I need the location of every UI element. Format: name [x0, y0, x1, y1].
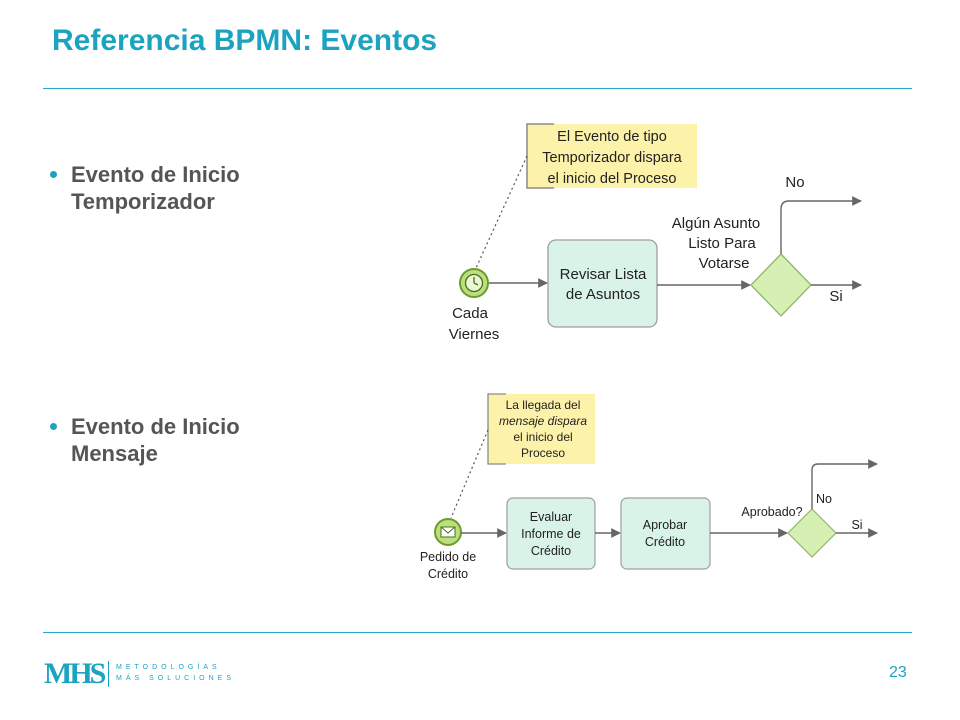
annotation-line: mensaje dispara [499, 414, 587, 428]
branch-label-no: No [816, 492, 832, 506]
event-label: Cada [452, 305, 489, 322]
logo-tagline-1: METODOLOGÍAS [116, 664, 221, 671]
association-line [475, 155, 528, 269]
bullet-dot-icon [50, 423, 57, 430]
task-label: Revisar Lista [560, 266, 647, 283]
task-label: Informe de [521, 527, 581, 541]
branch-label-yes: Si [829, 288, 842, 305]
bullet-line-2: Mensaje [71, 441, 158, 466]
envelope-icon [440, 526, 456, 538]
task-label: Evaluar [530, 510, 572, 524]
task-revisar-lista: Revisar Lista de Asuntos [547, 239, 658, 328]
diagram-message-process: La llegada del mensaje dispara el inicio… [420, 393, 878, 581]
event-label: Crédito [428, 567, 468, 581]
flow-no [780, 196, 862, 254]
event-label: Viernes [449, 326, 500, 343]
gateway-question: Algún Asunto [672, 215, 760, 232]
task-aprobar-credito: Aprobar Crédito [620, 497, 711, 570]
company-logo: MHS METODOLOGÍAS MÁS SOLUCIONES [44, 657, 244, 691]
flow-no [811, 459, 878, 509]
bullet-dot-icon [50, 171, 57, 178]
logo-mark: MHS [44, 657, 106, 690]
task-label: Aprobar [643, 518, 687, 532]
bullet-timer-start-event: Evento de Inicio Temporizador [50, 161, 240, 215]
logo-separator [108, 661, 109, 687]
annotation-timer: El Evento de tipo Temporizador dispara e… [526, 123, 697, 189]
clock-icon [464, 273, 484, 293]
exclusive-gateway [750, 253, 812, 317]
annotation-line: el inicio del Proceso [548, 171, 677, 187]
bottom-divider [43, 632, 912, 633]
event-label: Pedido de [420, 550, 476, 564]
task-label: de Asuntos [566, 286, 640, 303]
exclusive-gateway [787, 508, 837, 558]
logo-tagline-2: MÁS SOLUCIONES [116, 675, 236, 682]
message-start-event [434, 518, 462, 546]
annotation-message: La llegada del mensaje dispara el inicio… [487, 393, 595, 465]
annotation-line: Temporizador dispara [542, 150, 682, 166]
branch-label-no: No [785, 174, 804, 191]
task-evaluar-informe: Evaluar Informe de Crédito [506, 497, 596, 570]
task-label: Crédito [645, 535, 685, 549]
annotation-line: el inicio del [513, 430, 572, 444]
page-title: Referencia BPMN: Eventos [52, 24, 438, 57]
diagram-timer-process: El Evento de tipo Temporizador dispara e… [449, 123, 862, 343]
gateway-question: Aprobado? [741, 505, 802, 519]
branch-label-yes: Si [851, 518, 862, 532]
top-divider [43, 88, 912, 89]
association-line [450, 429, 489, 519]
gateway-question: Listo Para [688, 235, 756, 252]
bullet-message-start-event: Evento de Inicio Mensaje [50, 413, 240, 467]
timer-start-event [459, 268, 489, 298]
bullet-line-1: Evento de Inicio [71, 414, 240, 439]
page-number: 23 [889, 664, 907, 681]
bullet-line-1: Evento de Inicio [71, 162, 240, 187]
task-label: Crédito [531, 544, 571, 558]
annotation-line: El Evento de tipo [557, 129, 667, 145]
annotation-line: Proceso [521, 446, 565, 460]
gateway-question: Votarse [699, 255, 750, 272]
bullet-line-2: Temporizador [71, 189, 215, 214]
annotation-line: La llegada del [506, 398, 581, 412]
